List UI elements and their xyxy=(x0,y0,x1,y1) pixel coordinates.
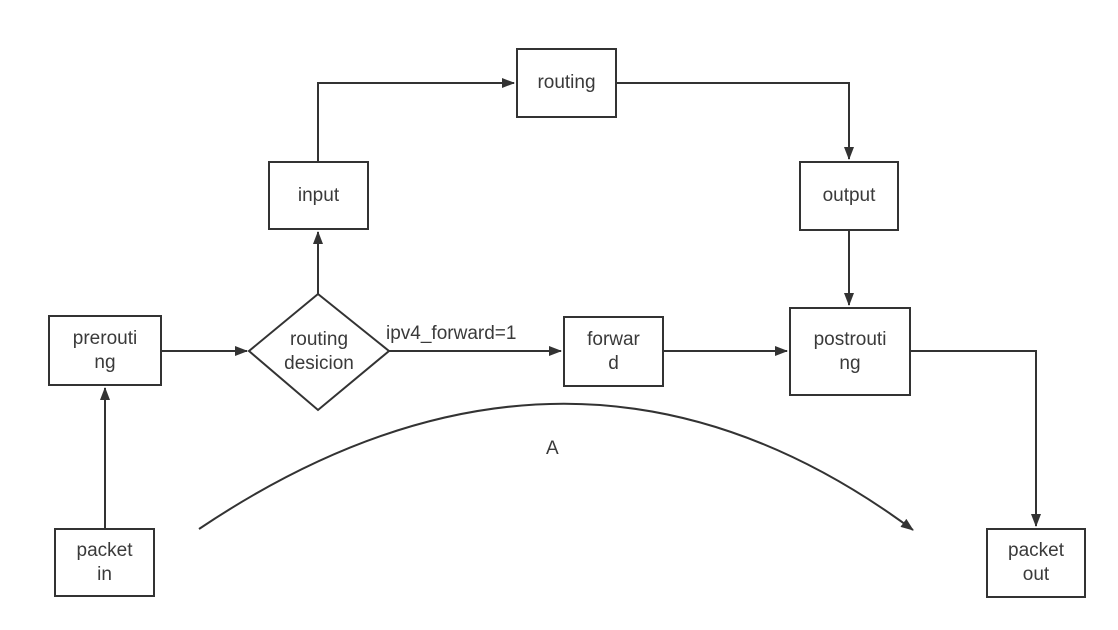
node-output: output xyxy=(799,161,899,231)
edge-input-to-routing xyxy=(317,78,515,161)
node-input: input xyxy=(268,161,369,230)
edge-routing-to-output xyxy=(617,82,854,160)
edge-condition-label: ipv4_forward=1 xyxy=(386,323,517,344)
edge-postrouting-to-packet-out xyxy=(911,350,1041,527)
curve-a-arrow xyxy=(198,402,914,531)
routing-decision-diamond xyxy=(247,292,391,412)
node-routing: routing xyxy=(516,48,617,118)
curve-a-label: A xyxy=(546,438,559,459)
